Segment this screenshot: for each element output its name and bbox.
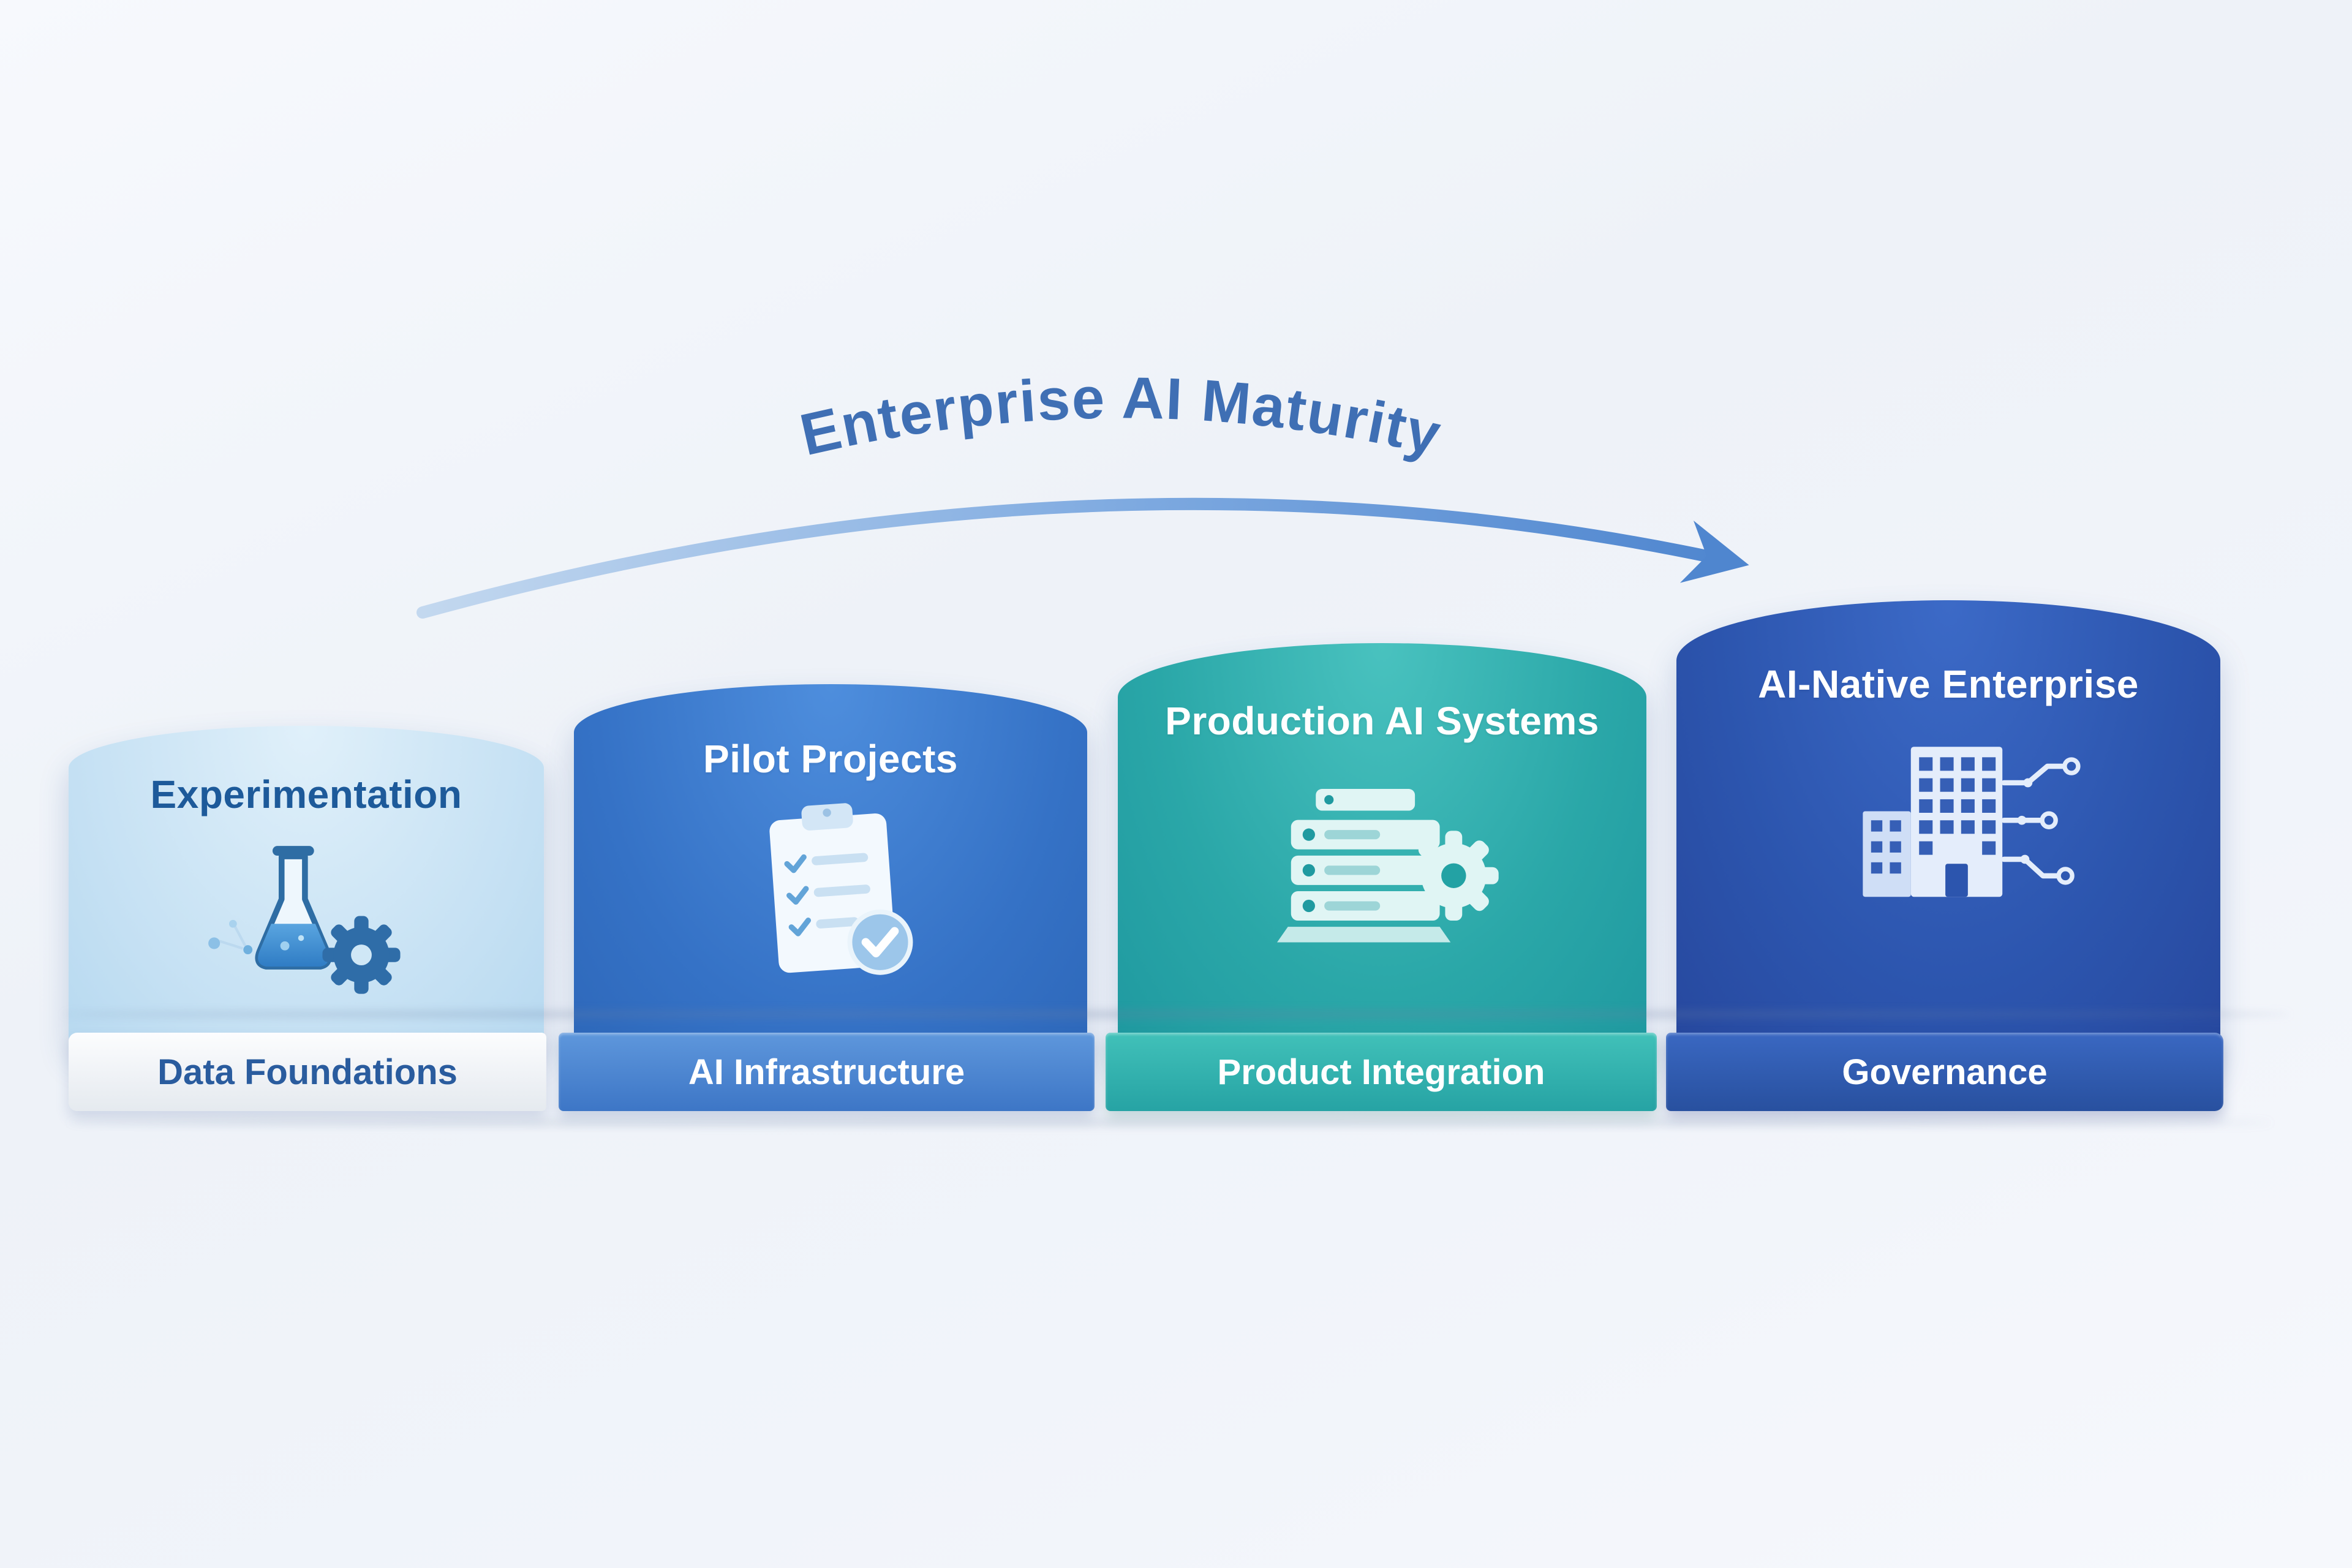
bar-label: AI Infrastructure [688,1052,965,1092]
stage-title: Pilot Projects [703,737,958,781]
bar-ai-infrastructure: AI Infrastructure [559,1033,1095,1111]
stage-title: Experimentation [150,772,462,816]
bar-label: Product Integration [1217,1052,1545,1092]
flask-gear-icon [208,846,401,994]
bar-governance: Governance [1666,1033,2223,1111]
bars-baseline-shadow [67,1120,2272,1126]
stage-card-production-ai-systems: Production AI Systems [1118,643,1646,1060]
diagram-title: Enterprise AI Maturity [794,365,1446,468]
bar-label: Governance [1842,1052,2048,1092]
cards-baseline-shadow [61,1011,2291,1018]
bar-product-integration: Product Integration [1106,1033,1657,1111]
bar-data-foundations: Data Foundations [69,1033,546,1111]
stage-card-pilot-projects: Pilot Projects [574,684,1087,1057]
maturity-arrow [417,497,1749,619]
stage-title: Production AI Systems [1165,699,1599,743]
buildings-circuit-icon [1863,747,2081,897]
maturity-arc-layer: Enterprise AI Maturity [417,365,1749,619]
clipboard-checklist-icon [769,803,913,975]
bar-label: Data Foundations [157,1052,458,1092]
server-gear-icon [1276,789,1499,943]
stage-card-ai-native-enterprise: AI-Native Enterprise [1676,600,2220,1066]
stage-title: AI-Native Enterprise [1758,662,2139,706]
svg-text:Enterprise AI Maturity: Enterprise AI Maturity [794,365,1447,468]
stage-card-experimentation: Experimentation [69,726,544,1050]
